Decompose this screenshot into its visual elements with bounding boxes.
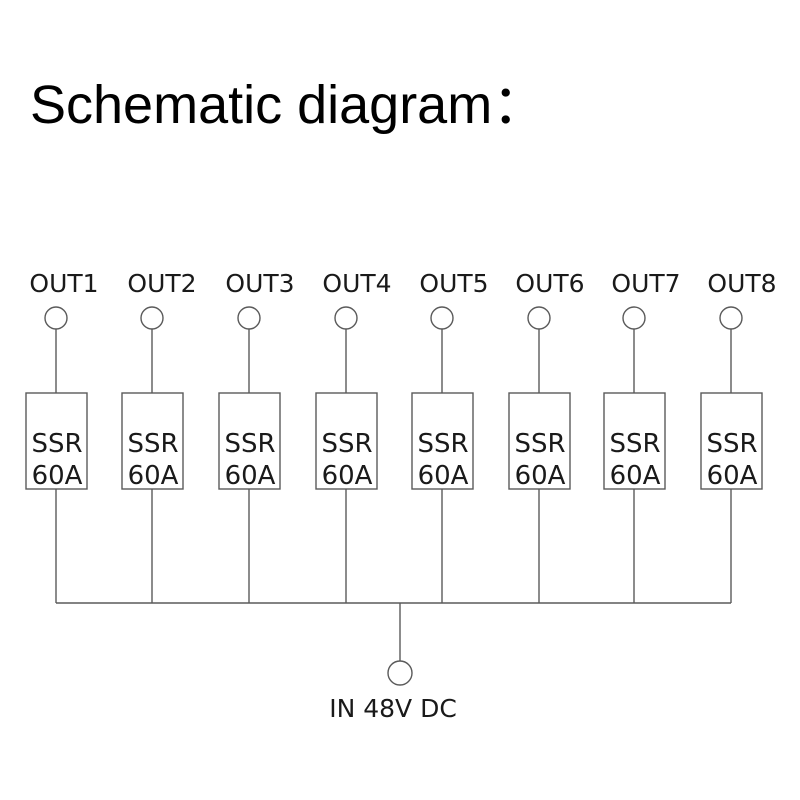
input-label: IN 48V DC <box>329 694 457 723</box>
ssr-label: SSR <box>321 429 372 459</box>
ssr-label: SSR <box>127 429 178 459</box>
output-terminal <box>430 306 454 330</box>
output-terminal <box>44 306 68 330</box>
output-terminal <box>140 306 164 330</box>
ssr-box <box>25 392 88 490</box>
output-label: OUT6 <box>515 269 584 298</box>
ssr-box <box>508 392 571 490</box>
ssr-label: SSR <box>609 429 660 459</box>
ssr-label: SSR <box>514 429 565 459</box>
ssr-rating: 60A <box>610 461 661 491</box>
ssr-box <box>121 392 184 490</box>
ssr-rating: 60A <box>225 461 276 491</box>
output-terminal <box>237 306 261 330</box>
output-terminal <box>334 306 358 330</box>
output-label: OUT5 <box>419 269 488 298</box>
ssr-rating: 60A <box>515 461 566 491</box>
output-label: OUT1 <box>29 269 98 298</box>
ssr-rating: 60A <box>32 461 83 491</box>
ssr-rating: 60A <box>322 461 373 491</box>
output-terminal <box>527 306 551 330</box>
input-terminal <box>387 660 413 686</box>
ssr-label: SSR <box>706 429 757 459</box>
ssr-box <box>700 392 763 490</box>
ssr-label: SSR <box>31 429 82 459</box>
output-label: OUT4 <box>322 269 391 298</box>
ssr-box <box>218 392 281 490</box>
output-label: OUT8 <box>707 269 776 298</box>
ssr-box <box>315 392 378 490</box>
output-label: OUT3 <box>225 269 294 298</box>
output-terminal <box>719 306 743 330</box>
output-label: OUT7 <box>611 269 680 298</box>
output-label: OUT2 <box>127 269 196 298</box>
ssr-label: SSR <box>224 429 275 459</box>
ssr-label: SSR <box>417 429 468 459</box>
ssr-rating: 60A <box>128 461 179 491</box>
diagram-title: Schematic diagram： <box>30 75 547 135</box>
output-terminal <box>622 306 646 330</box>
channels-group: OUT1SSR60AOUT2SSR60AOUT3SSR60AOUT4SSR60A… <box>25 269 777 603</box>
ssr-rating: 60A <box>418 461 469 491</box>
ssr-rating: 60A <box>707 461 758 491</box>
ssr-box <box>603 392 666 490</box>
